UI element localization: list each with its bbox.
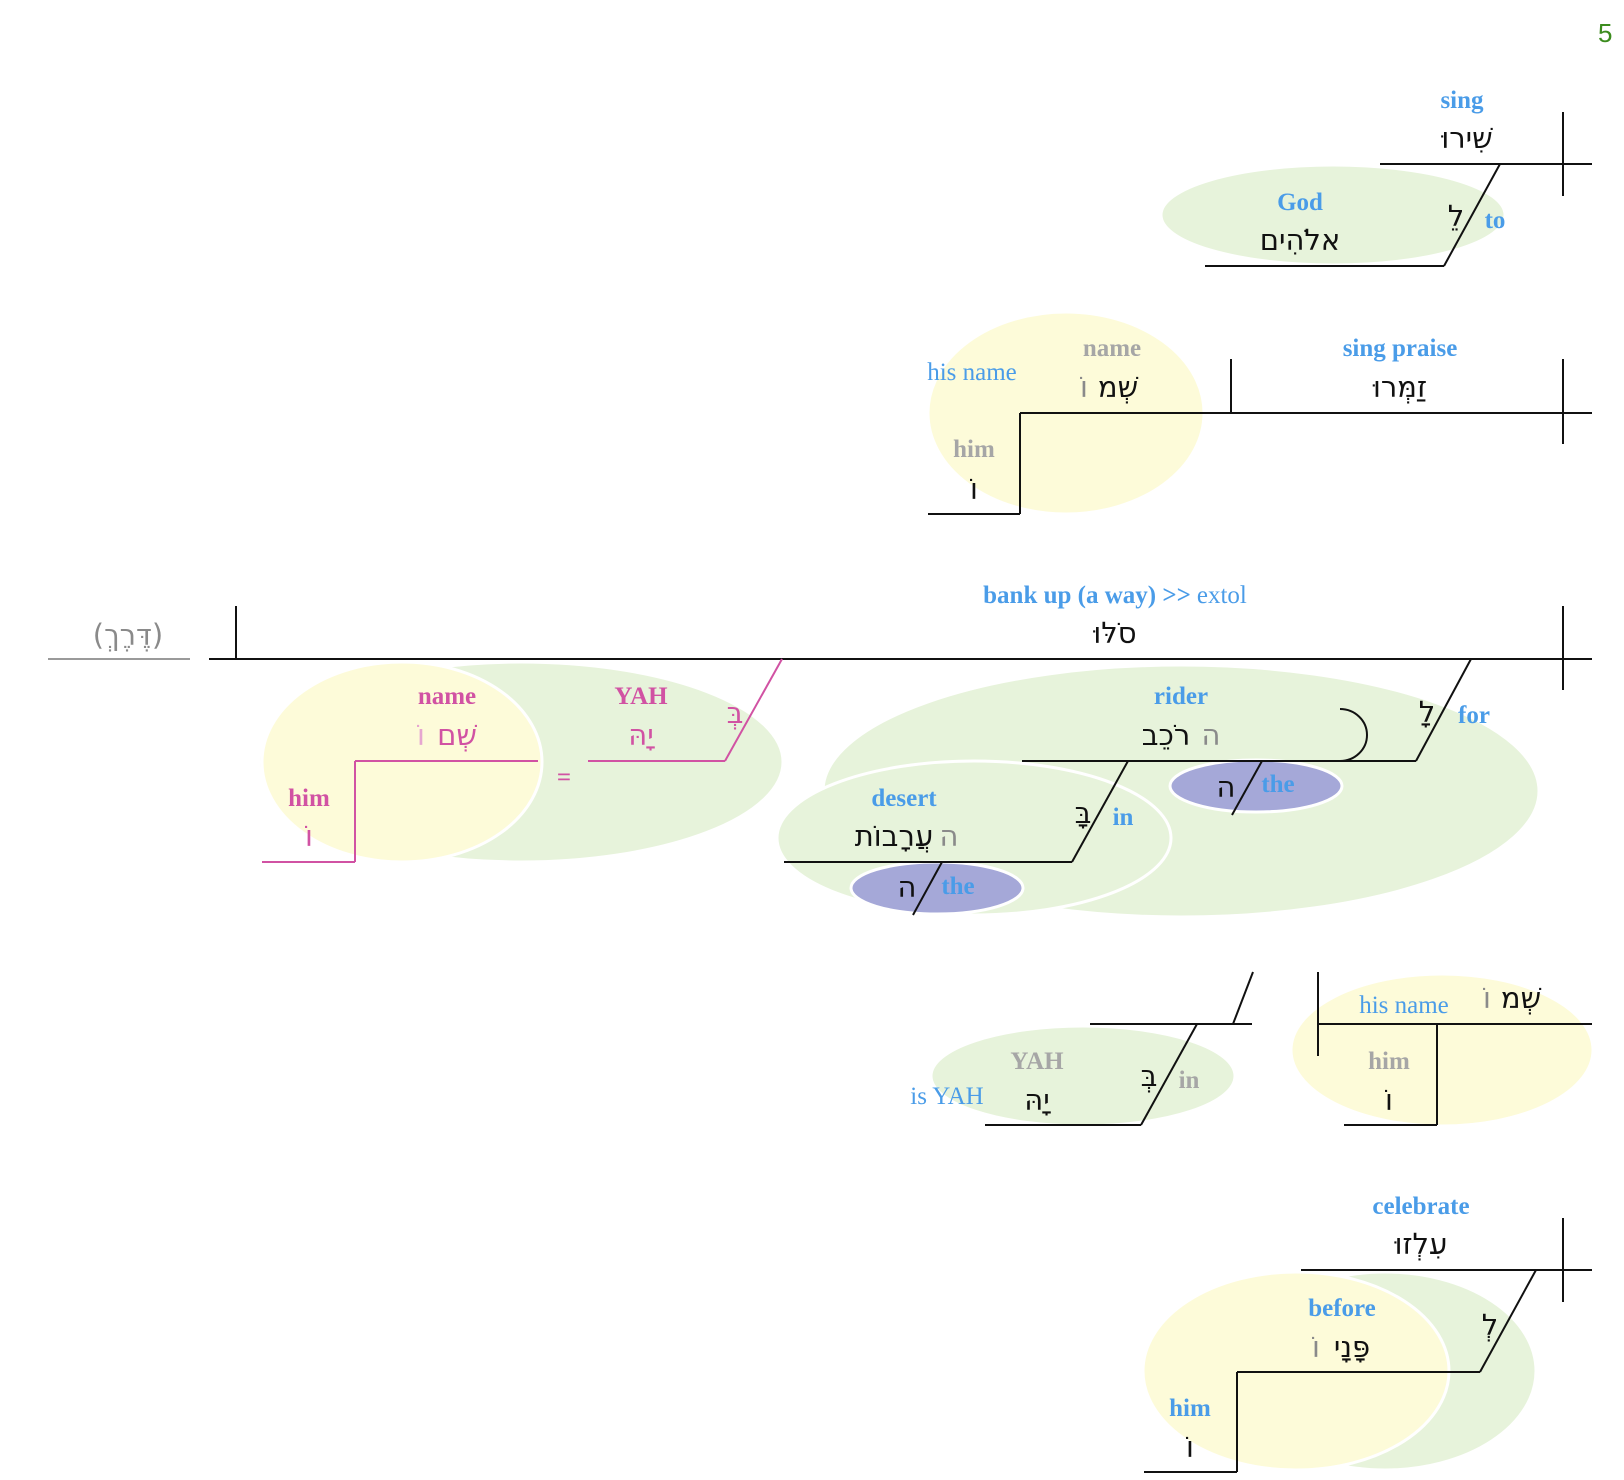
name-possessor-gloss: him — [288, 785, 330, 812]
predicate-object-gloss: YAH — [1010, 1048, 1064, 1075]
prep-word: לֵ — [1448, 199, 1464, 233]
object-word: פָּנָי — [1334, 1330, 1370, 1364]
desert-article-prefix: ה — [940, 819, 959, 853]
object-word: אלֹהִים — [1260, 223, 1341, 257]
prep-slant — [1140, 1023, 1198, 1126]
rider-gloss: rider — [1154, 683, 1208, 710]
verb-word: עִלְזוּ — [1394, 1227, 1447, 1261]
object-phrase-gloss: his name — [927, 359, 1017, 386]
possessor-word: וֹ — [970, 472, 978, 506]
appositive-prep: בְּ — [727, 696, 744, 730]
for-prep-gloss: for — [1458, 702, 1490, 729]
verb-gloss: celebrate — [1372, 1193, 1469, 1220]
verb-word: סֹלּוּ — [1093, 616, 1137, 650]
appositive-gloss: YAH — [614, 683, 668, 710]
rider-article-gloss: the — [1261, 771, 1294, 798]
subject-bubble — [1289, 972, 1595, 1128]
object-gloss: name — [1083, 335, 1141, 362]
object-gloss: before — [1308, 1295, 1376, 1322]
rider-article-slant — [1231, 760, 1263, 816]
name-word: שְׁם — [437, 718, 477, 752]
desert-gloss: desert — [871, 785, 937, 812]
desert-article-slant — [912, 861, 943, 916]
prep-slant — [1443, 163, 1501, 267]
subject-word: שְׁמ — [1501, 981, 1542, 1015]
possessor-word: וֹ — [1385, 1083, 1393, 1117]
prep-gloss: to — [1485, 207, 1506, 234]
clause-3: (דֶּרֶךְ) bank up (a way) >>extol סֹלּוּ… — [48, 582, 1592, 919]
verb-word: שִׁירוּ — [1441, 121, 1493, 155]
in-prep-word: בָּ — [1075, 796, 1092, 830]
name-suffix: וֹ — [417, 718, 425, 752]
desert-article-gloss: the — [941, 873, 974, 900]
subject-phrase-gloss: his name — [1359, 992, 1449, 1019]
equals-sign: = — [557, 764, 571, 791]
possessor-gloss: him — [953, 436, 995, 463]
prep-word: בְּ — [1141, 1059, 1158, 1093]
clause-5: celebrate עִלְזוּ לְ before פָּנָי וֹ hi… — [1141, 1193, 1592, 1473]
rider-article: ה — [1217, 770, 1236, 804]
page-number: 5 — [1598, 18, 1612, 48]
verb-gloss: sing praise — [1343, 335, 1458, 362]
name-possessor-word: וֹ — [305, 819, 313, 853]
predicate-object-word: יָהּ — [1024, 1083, 1051, 1117]
possessor-gloss: him — [1169, 1395, 1211, 1422]
clause-2: sing praise זַמְּרוּ his name name שְׁמ … — [926, 310, 1592, 516]
object-gloss: God — [1277, 189, 1323, 216]
article-bubble-rider — [1168, 758, 1344, 814]
verb-gloss: bank up (a way) >>extol — [983, 582, 1247, 609]
clause-1: sing שִׁירוּ לֵ to God אלֹהִים — [1159, 87, 1592, 267]
predicate-gloss: is YAH — [910, 1083, 983, 1110]
verb-gloss-main: bank up (a way) >> — [983, 582, 1191, 609]
appositive-word: יָהּ — [628, 718, 655, 752]
object-suffix: וֹ — [1312, 1330, 1320, 1364]
possessor-word: וֹ — [1186, 1430, 1194, 1464]
rider-word: רֹכֵב — [1142, 718, 1190, 752]
name-gloss: name — [418, 683, 476, 710]
verb-gloss-extra: extol — [1197, 582, 1247, 609]
rider-article-prefix: ה — [1202, 718, 1221, 752]
in-prep-slant — [1071, 760, 1129, 863]
object-suffix: וֹ — [1080, 370, 1088, 404]
in-prep-gloss: in — [1113, 804, 1134, 831]
for-prep-slant — [1415, 658, 1472, 762]
desert-word: עֲרָבוֹת — [855, 819, 934, 853]
verb-gloss: sing — [1440, 87, 1484, 114]
prep-slant — [1479, 1269, 1537, 1373]
prep-word: לְ — [1482, 1308, 1498, 1342]
subject-suffix: וֹ — [1483, 981, 1491, 1015]
object-word: שְׁמ — [1098, 370, 1139, 404]
possessor-gloss: him — [1368, 1048, 1410, 1075]
appositive-prep-slant — [724, 658, 783, 762]
clause-4: is YAH YAH יָהּ בְּ in his name שְׁמ וֹ … — [910, 971, 1595, 1128]
verb-word: זַמְּרוּ — [1372, 370, 1427, 404]
prep-gloss: in — [1179, 1067, 1200, 1094]
ellipsis-word: (דֶּרֶךְ) — [93, 618, 163, 652]
copula-slash — [1232, 971, 1254, 1025]
participle-hook — [1339, 708, 1368, 762]
desert-article: ה — [898, 870, 917, 904]
for-prep-word: לָ — [1419, 695, 1435, 729]
